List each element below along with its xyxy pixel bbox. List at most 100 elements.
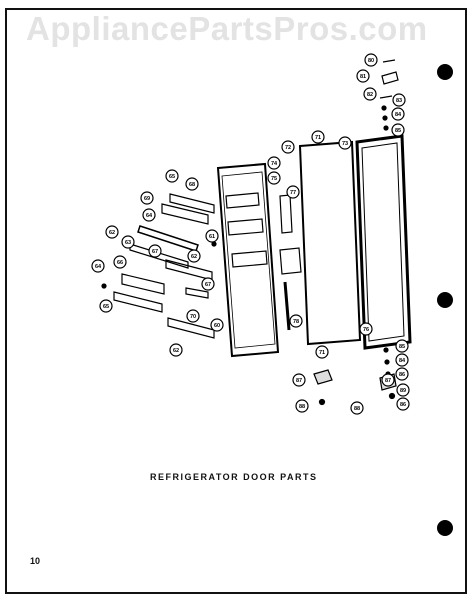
binder-hole-bottom — [437, 520, 453, 536]
callout-label: 80 — [368, 58, 374, 64]
callout-label: 71 — [315, 135, 321, 141]
callout-label: 68 — [189, 182, 195, 188]
callout-label: 71 — [319, 350, 325, 356]
callout-label: 65 — [169, 174, 175, 180]
callout-label: 75 — [271, 176, 277, 182]
callout-86: 86 — [396, 397, 410, 411]
callout-label: 84 — [399, 358, 406, 364]
callout-label: 62 — [191, 254, 197, 260]
callout-67: 67 — [148, 244, 162, 258]
callout-76: 76 — [359, 322, 373, 336]
callout-85: 85 — [395, 339, 409, 353]
binder-hole-middle — [437, 292, 453, 308]
callout-62: 62 — [169, 343, 183, 357]
callout-63: 63 — [121, 235, 135, 249]
callout-61: 61 — [205, 229, 219, 243]
door-outer-panel — [298, 140, 362, 346]
callout-label: 62 — [109, 230, 115, 236]
callout-81: 81 — [356, 69, 370, 83]
shelf-bar-64 — [121, 273, 165, 295]
callout-71: 71 — [315, 345, 329, 359]
callout-label: 65 — [103, 304, 109, 310]
door-gasket-inner — [361, 142, 405, 342]
callout-68: 68 — [185, 177, 199, 191]
callout-label: 67 — [152, 249, 158, 255]
callout-74: 74 — [267, 156, 281, 170]
callout-label: 85 — [395, 128, 401, 134]
callout-label: 88 — [354, 406, 360, 412]
callout-label: 86 — [399, 372, 405, 378]
callout-label: 66 — [117, 260, 123, 266]
hinge-81 — [381, 71, 399, 85]
callout-84: 84 — [391, 107, 405, 121]
callout-label: 81 — [360, 74, 366, 80]
callout-label: 85 — [399, 344, 405, 350]
callout-67: 67 — [201, 277, 215, 291]
callout-62: 62 — [187, 249, 201, 263]
callout-label: 88 — [299, 404, 305, 410]
callout-label: 87 — [385, 378, 391, 384]
callout-86: 86 — [395, 367, 409, 381]
callout-label: 72 — [285, 145, 291, 151]
callout-75: 75 — [267, 171, 281, 185]
callout-69: 69 — [140, 191, 154, 205]
callout-label: 64 — [95, 264, 102, 270]
page-border — [5, 8, 467, 594]
liner-shelf-2 — [227, 218, 264, 236]
callout-80: 80 — [364, 53, 378, 67]
hinge-87-left — [313, 369, 333, 385]
bracket-69 — [167, 317, 215, 339]
callout-label: 84 — [395, 112, 402, 118]
clip-67 — [185, 287, 209, 299]
callout-64: 64 — [91, 259, 105, 273]
callout-77: 77 — [286, 185, 300, 199]
liner-shelf-3 — [231, 250, 268, 268]
callout-87: 87 — [381, 373, 395, 387]
panel-75 — [279, 247, 302, 275]
door-liner — [216, 162, 280, 358]
callout-64: 64 — [142, 208, 156, 222]
shelf-bar-63 — [113, 291, 163, 313]
callout-label: 69 — [144, 196, 150, 202]
callout-label: 83 — [396, 98, 402, 104]
callout-label: 76 — [363, 327, 369, 333]
callout-78: 78 — [289, 314, 303, 328]
callout-label: 73 — [342, 141, 348, 147]
callout-label: 67 — [205, 282, 211, 288]
callout-88: 88 — [350, 401, 364, 415]
callout-label: 78 — [293, 319, 299, 325]
rail-84 — [137, 225, 199, 252]
callout-73: 73 — [338, 136, 352, 150]
watermark: AppliancePartsPros.com — [26, 10, 428, 47]
liner-shelf-1 — [225, 192, 260, 209]
binder-hole-top — [437, 64, 453, 80]
callout-83: 83 — [392, 93, 406, 107]
callout-88: 88 — [295, 399, 309, 413]
callout-label: 63 — [125, 240, 131, 246]
callout-66: 66 — [113, 255, 127, 269]
strip-76 — [283, 281, 291, 331]
callout-85: 85 — [391, 123, 405, 137]
callout-65: 65 — [99, 299, 113, 313]
callout-82: 82 — [363, 87, 377, 101]
page-number: 10 — [30, 556, 41, 566]
callout-label: 60 — [214, 323, 220, 329]
callout-65: 65 — [165, 169, 179, 183]
callout-label: 74 — [271, 161, 278, 167]
callout-label: 87 — [296, 378, 302, 384]
callout-71: 71 — [311, 130, 325, 144]
door-gasket — [355, 134, 412, 350]
callout-label: 61 — [209, 234, 215, 240]
callout-89: 89 — [396, 383, 410, 397]
callout-70: 70 — [186, 309, 200, 323]
shelf-bar-86 — [161, 203, 209, 225]
callout-label: 64 — [146, 213, 153, 219]
callout-72: 72 — [281, 140, 295, 154]
shelf-bar-85 — [169, 193, 215, 214]
callout-label: 70 — [190, 314, 196, 320]
callout-label: 89 — [400, 388, 406, 394]
callout-label: 77 — [290, 190, 296, 196]
panel-77 — [279, 194, 293, 234]
